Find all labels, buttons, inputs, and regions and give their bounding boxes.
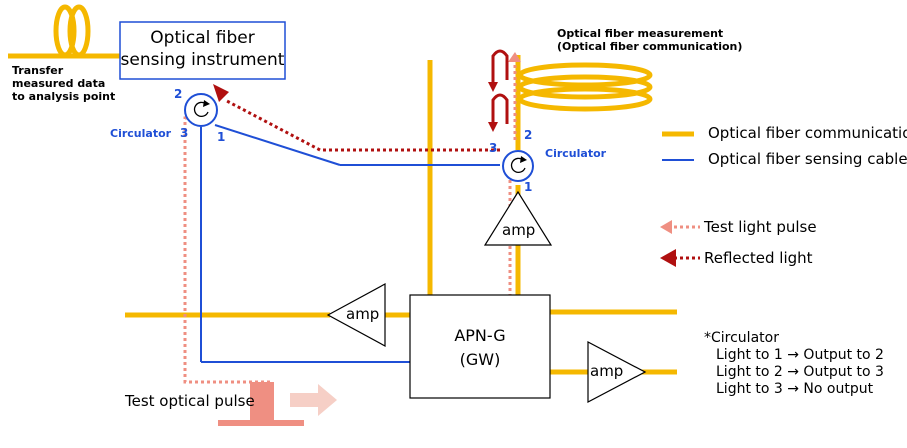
transfer-note-line3: to analysis point	[12, 90, 116, 103]
circulator-left	[184, 93, 218, 127]
circulator-note-line2: Light to 2 → Output to 3	[716, 364, 884, 380]
instrument-box	[119, 21, 286, 80]
circulator-note-line1: Light to 1 → Output to 2	[716, 347, 884, 363]
amp-right-triangle	[587, 341, 647, 403]
amp-vertical-label: amp	[502, 221, 536, 239]
amp-vertical-triangle	[483, 190, 553, 246]
legend-test-pulse: Test light pulse	[704, 218, 817, 236]
reflection-hairpins	[491, 49, 509, 128]
circulator-left-port3: 3	[180, 126, 189, 140]
circulator-left-label: Circulator	[110, 127, 172, 140]
circulator-note-title: *Circulator	[704, 330, 779, 346]
legend-communication: Optical fiber communication	[708, 124, 907, 142]
gateway-line2: (GW)	[459, 350, 501, 369]
instrument-line2: sensing instrument	[120, 50, 285, 70]
circulator-left-port1: 1	[217, 130, 226, 144]
reflected-light-path	[224, 98, 700, 260]
reflected-arrowhead	[213, 84, 229, 102]
amp-left-label: amp	[346, 305, 380, 323]
transfer-note-line1: Transfer	[12, 64, 64, 77]
communication-fibers	[8, 4, 694, 375]
legend-reflected: Reflected light	[704, 249, 813, 267]
sensing-cable	[200, 124, 694, 363]
instrument-line1: Optical fiber	[150, 28, 255, 48]
transfer-note: Transfer measured data to analysis point	[12, 64, 115, 103]
legend-test-pulse-arrow	[660, 220, 672, 234]
measurement-note-line2: (Optical fiber communication)	[557, 40, 743, 53]
amp-right-label: amp	[590, 362, 624, 380]
measurement-note-line1: Optical fiber measurement	[557, 27, 724, 40]
circulator-right-port2: 2	[524, 128, 533, 142]
circulator-left-port2: 2	[174, 87, 183, 101]
hairpin-arrow-1	[488, 122, 498, 132]
legend-reflected-arrow	[660, 249, 676, 267]
circulator-right-port1: 1	[524, 180, 533, 194]
circulator-right	[502, 150, 534, 182]
test-pulse-shape	[218, 382, 337, 426]
test-pulse-arrowhead	[508, 52, 521, 62]
legend-sensing-cable: Optical fiber sensing cable	[708, 150, 907, 168]
amp-left-triangle	[326, 282, 386, 348]
measurement-note: Optical fiber measurement (Optical fiber…	[557, 27, 742, 53]
instrument-label: Optical fiber sensing instrument	[120, 27, 285, 71]
transfer-note-line2: measured data	[12, 77, 106, 90]
test-pulse-label: Test optical pulse	[125, 392, 255, 410]
circulator-note-line3: Light to 3 → No output	[716, 381, 874, 397]
circulator-right-label: Circulator	[545, 147, 607, 160]
gateway-line1: APN-G	[454, 326, 506, 345]
gateway-box	[409, 294, 551, 399]
gateway-label: APN-G (GW)	[410, 324, 550, 372]
circulator-note: *Circulator Light to 1 → Output to 2 Lig…	[704, 330, 884, 398]
hairpin-arrow-2	[488, 82, 498, 92]
circulator-right-port3: 3	[489, 141, 498, 155]
